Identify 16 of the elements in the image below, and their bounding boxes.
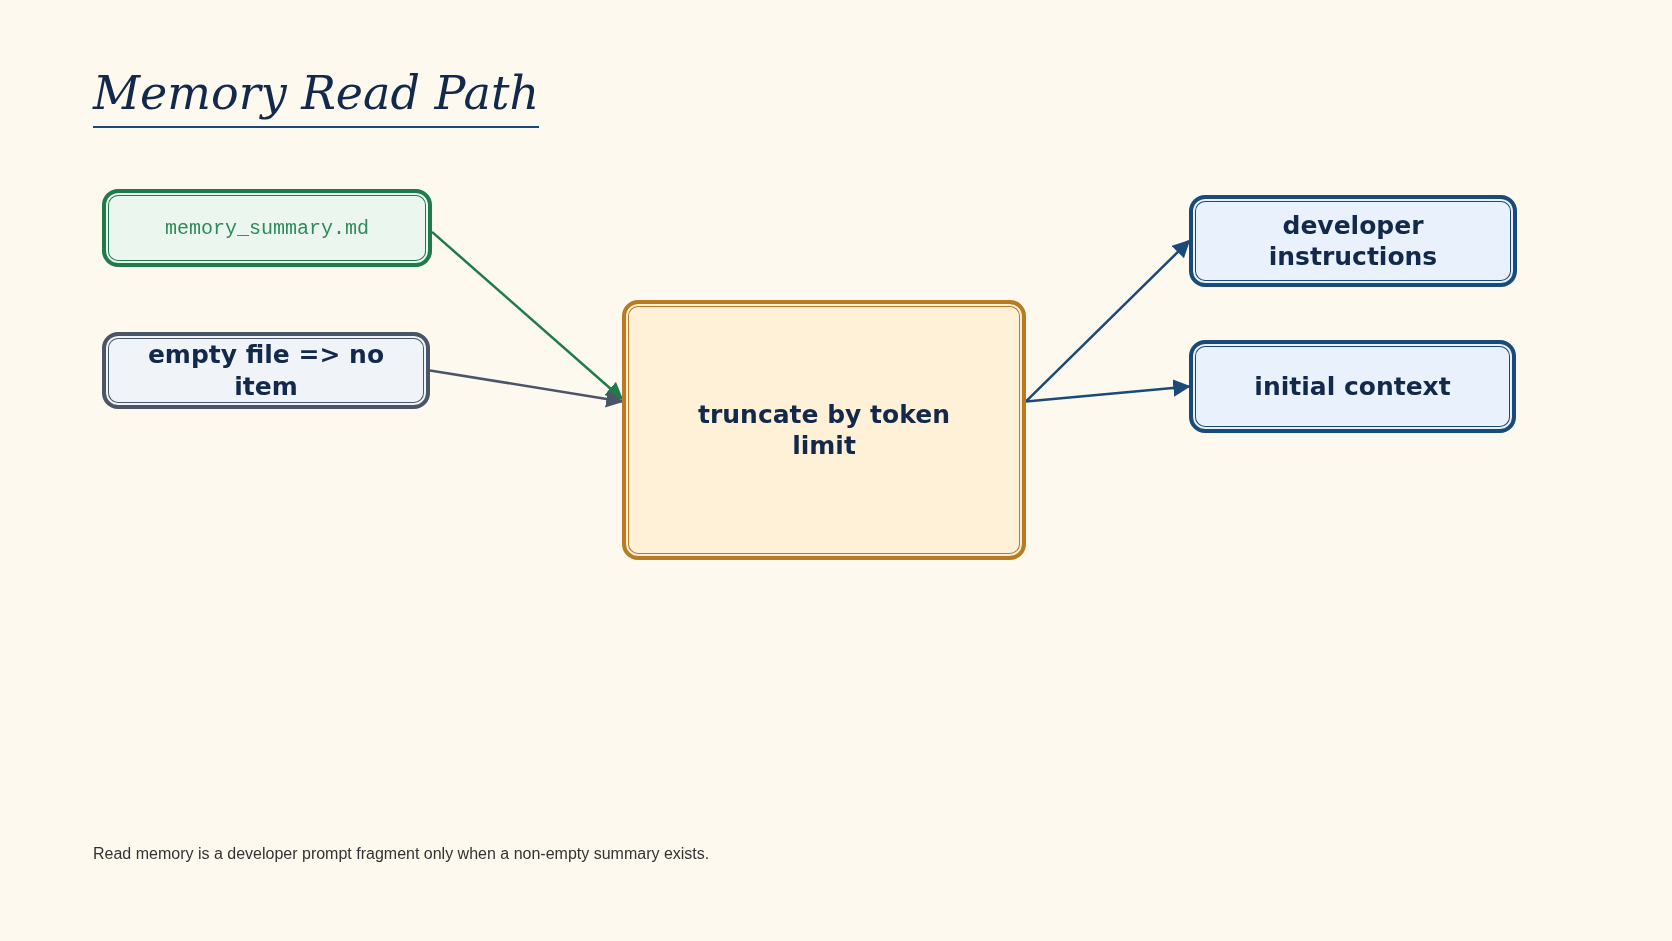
node-box xyxy=(102,189,432,267)
node-box xyxy=(102,332,430,409)
process-box xyxy=(622,300,1026,560)
node-label: truncate by token limit xyxy=(697,398,951,462)
arrow xyxy=(429,369,624,408)
node-box xyxy=(1189,340,1516,433)
caption-text: Read memory is a developer prompt fragment only when a non-empty summary exists. xyxy=(93,845,710,863)
node-label: initial context xyxy=(1253,370,1452,403)
node-label: developer instructions xyxy=(1267,209,1439,273)
arrow xyxy=(1025,379,1191,403)
diagram-title: Memory Read Path xyxy=(93,66,539,128)
node-box xyxy=(1189,195,1517,287)
arrow xyxy=(431,230,624,400)
file-name: memory_summary.md xyxy=(163,215,370,241)
arrow xyxy=(1025,239,1191,403)
node-label: empty file => no item xyxy=(146,339,386,402)
